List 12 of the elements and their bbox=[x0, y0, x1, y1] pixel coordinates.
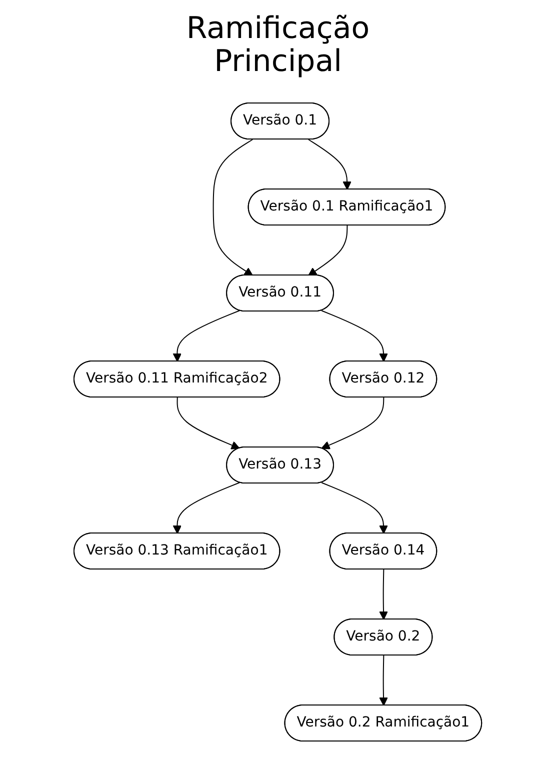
arrow bbox=[308, 225, 348, 276]
arrow bbox=[379, 569, 388, 620]
arrow bbox=[213, 139, 254, 276]
arrow bbox=[176, 397, 240, 450]
arrow bbox=[173, 310, 240, 362]
arrow bbox=[173, 482, 240, 534]
arrow bbox=[321, 310, 388, 362]
arrow bbox=[321, 482, 388, 534]
diagram-title: Ramificação Principal bbox=[185, 12, 371, 78]
arrow bbox=[308, 139, 352, 190]
arrow bbox=[321, 397, 384, 450]
arrow bbox=[379, 655, 388, 706]
